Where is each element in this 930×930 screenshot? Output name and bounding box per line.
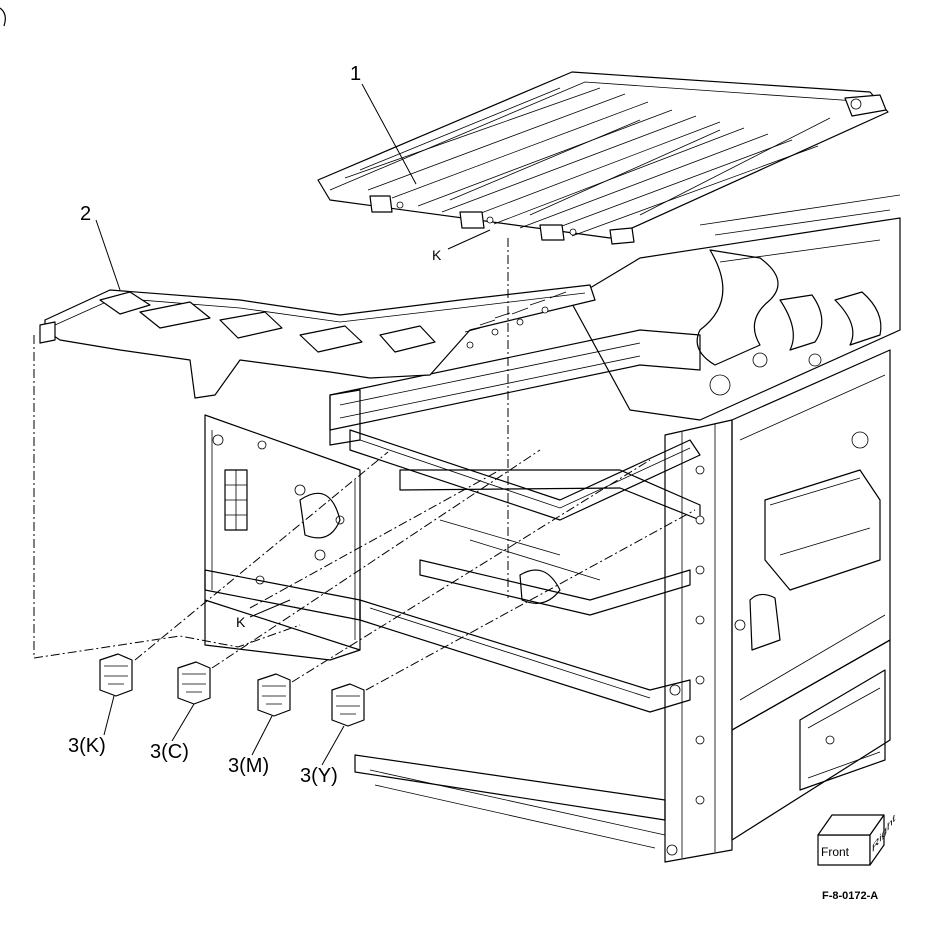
orientation-cube: Front Right	[817, 811, 895, 866]
callout-sensor-3m: 3(M)	[228, 755, 269, 777]
callout-part-2: 2	[80, 203, 91, 225]
sensor-3c	[177, 661, 211, 705]
alignment-lines	[33, 238, 696, 691]
callout-k-bottom: K	[236, 614, 246, 630]
main-frame	[204, 194, 901, 863]
orientation-front-label: Front	[821, 845, 850, 859]
leaders	[95, 83, 491, 766]
callout-part-1: 1	[350, 63, 361, 85]
sensor-3y	[331, 683, 365, 727]
callout-sensor-3k: 3(K)	[68, 735, 106, 757]
figure-id: F-8-0172-A	[822, 890, 878, 902]
corner-mark	[0, 7, 6, 27]
sensor-3k	[99, 653, 133, 697]
part-2-cover	[39, 284, 596, 399]
callout-k-top: K	[432, 247, 442, 263]
sensor-3m	[257, 673, 291, 717]
part-1-plate	[317, 71, 889, 245]
callout-sensor-3y: 3(Y)	[300, 765, 338, 787]
callout-sensor-3c: 3(C)	[150, 741, 189, 763]
